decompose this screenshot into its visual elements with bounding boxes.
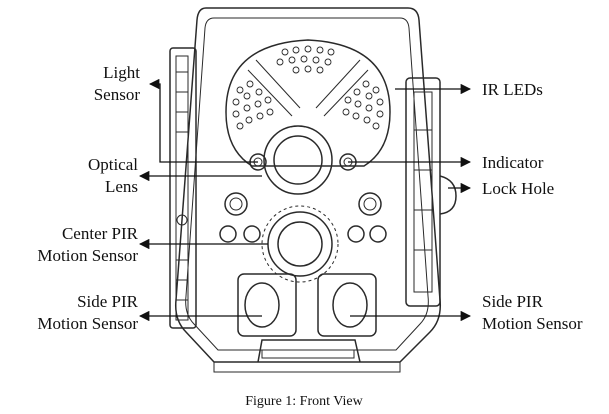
leader-lines xyxy=(138,78,472,322)
label-optical-lens-1: Optical xyxy=(88,155,138,174)
side-dials xyxy=(219,192,387,243)
label-center-pir-2: Motion Sensor xyxy=(37,246,138,265)
label-side-pir-left-2: Motion Sensor xyxy=(37,314,138,333)
ir-led-panel xyxy=(225,39,391,167)
label-lock-hole: Lock Hole xyxy=(482,179,554,198)
label-side-pir-left-1: Side PIR xyxy=(77,292,139,311)
right-latch xyxy=(405,77,457,307)
label-light-sensor-2: Sensor xyxy=(94,85,141,104)
label-side-pir-right-2: Motion Sensor xyxy=(482,314,583,333)
side-pir-left-window xyxy=(237,273,297,337)
label-ir-leds: IR LEDs xyxy=(482,80,543,99)
label-optical-lens-2: Lens xyxy=(105,177,138,196)
figure-caption: Figure 1: Front View xyxy=(245,394,363,409)
label-indicator: Indicator xyxy=(482,153,544,172)
center-pir-sensor xyxy=(261,205,339,283)
optical-lens xyxy=(263,125,333,195)
label-light-sensor-1: Light xyxy=(103,63,140,82)
left-strap-hinge xyxy=(169,47,197,329)
side-pir-right-window xyxy=(317,273,377,337)
label-side-pir-right-1: Side PIR xyxy=(482,292,544,311)
camera-body xyxy=(174,7,442,373)
label-center-pir-1: Center PIR xyxy=(62,224,139,243)
